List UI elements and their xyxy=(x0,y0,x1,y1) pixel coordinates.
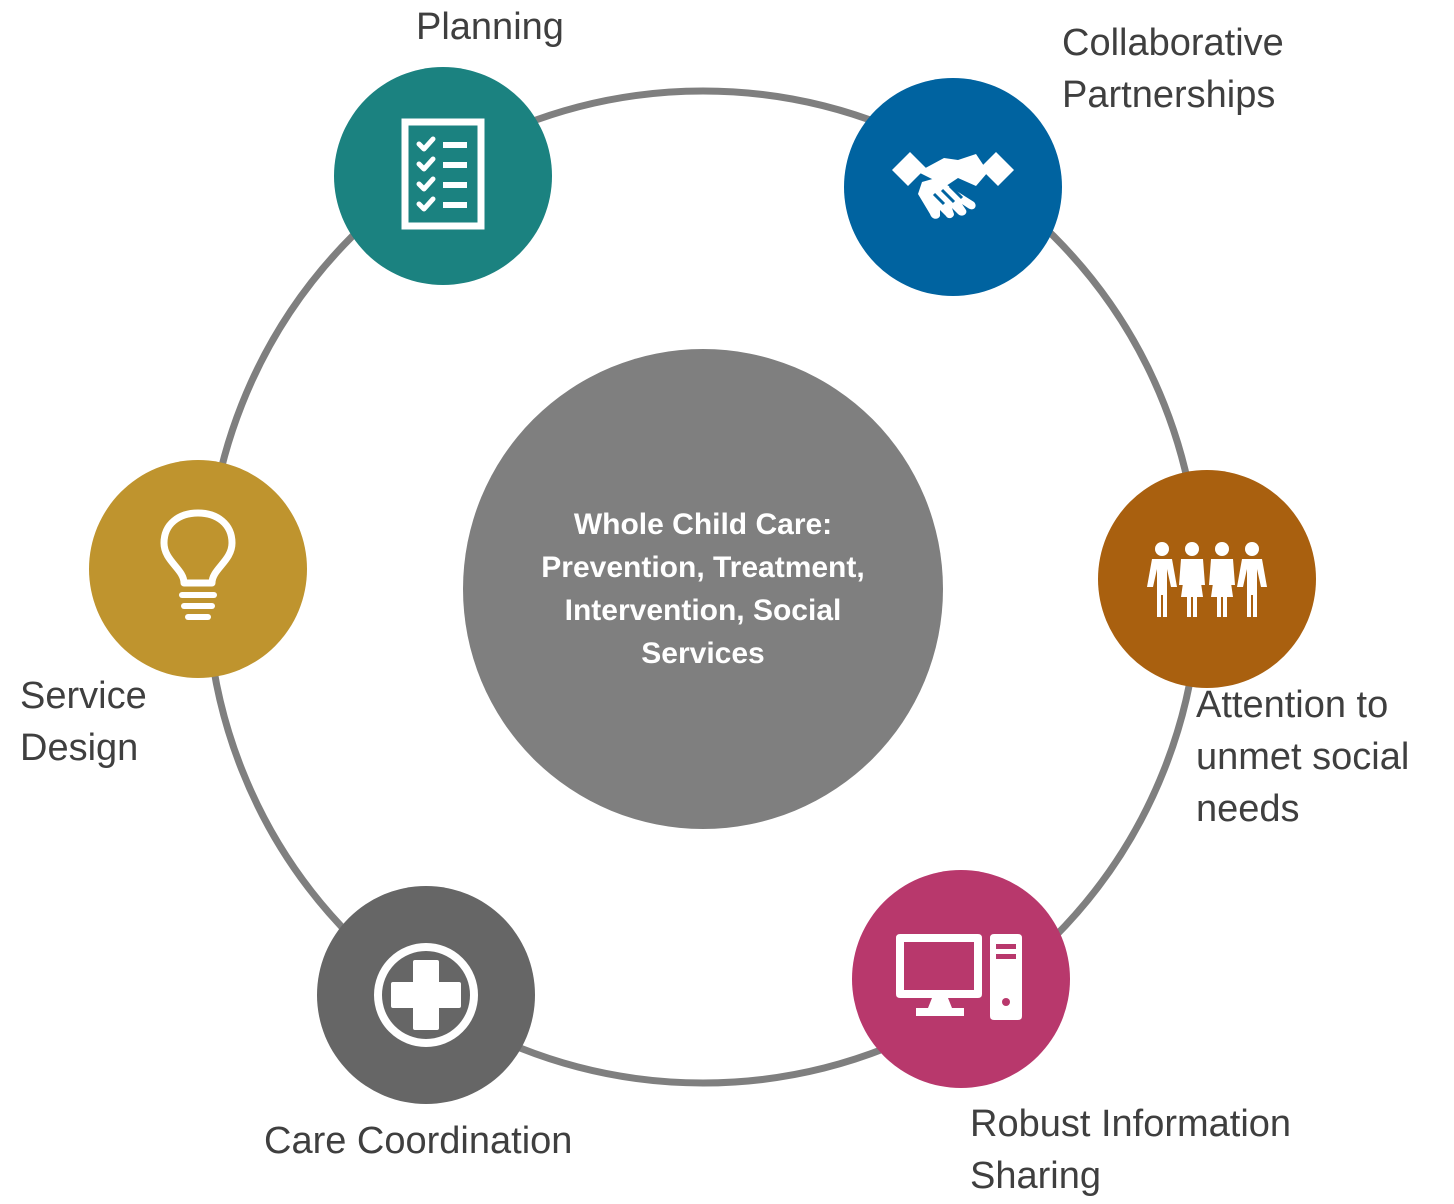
center-title: Whole Child Care: Prevention, Treatment,… xyxy=(541,508,865,670)
node-service-design xyxy=(89,460,307,678)
label-robust-information-sharing: Robust Information Sharing xyxy=(970,1103,1292,1197)
node-collaborative-partnerships xyxy=(844,78,1062,296)
computer-icon xyxy=(896,934,1022,1020)
handshake-icon xyxy=(892,152,1014,219)
label-planning: Planning xyxy=(416,6,564,48)
medical-cross-icon xyxy=(374,943,478,1047)
label-service-design: Service Design xyxy=(20,675,147,769)
label-attention-to-unmet-social-needs: Attention to unmet social needs xyxy=(1196,684,1410,830)
lightbulb-icon xyxy=(160,509,236,620)
label-care-coordination: Care Coordination xyxy=(264,1120,573,1162)
label-collaborative-partnerships: Collaborative Partnerships xyxy=(1062,22,1284,116)
node-planning xyxy=(334,67,552,285)
node-robust-information-sharing xyxy=(852,870,1070,1088)
node-care-coordination xyxy=(317,886,535,1104)
node-attention-to-unmet-social-needs xyxy=(1098,470,1316,688)
center-hub: Whole Child Care: Prevention, Treatment,… xyxy=(463,349,943,829)
checklist-icon xyxy=(401,118,485,230)
people-group-icon xyxy=(1147,542,1267,617)
